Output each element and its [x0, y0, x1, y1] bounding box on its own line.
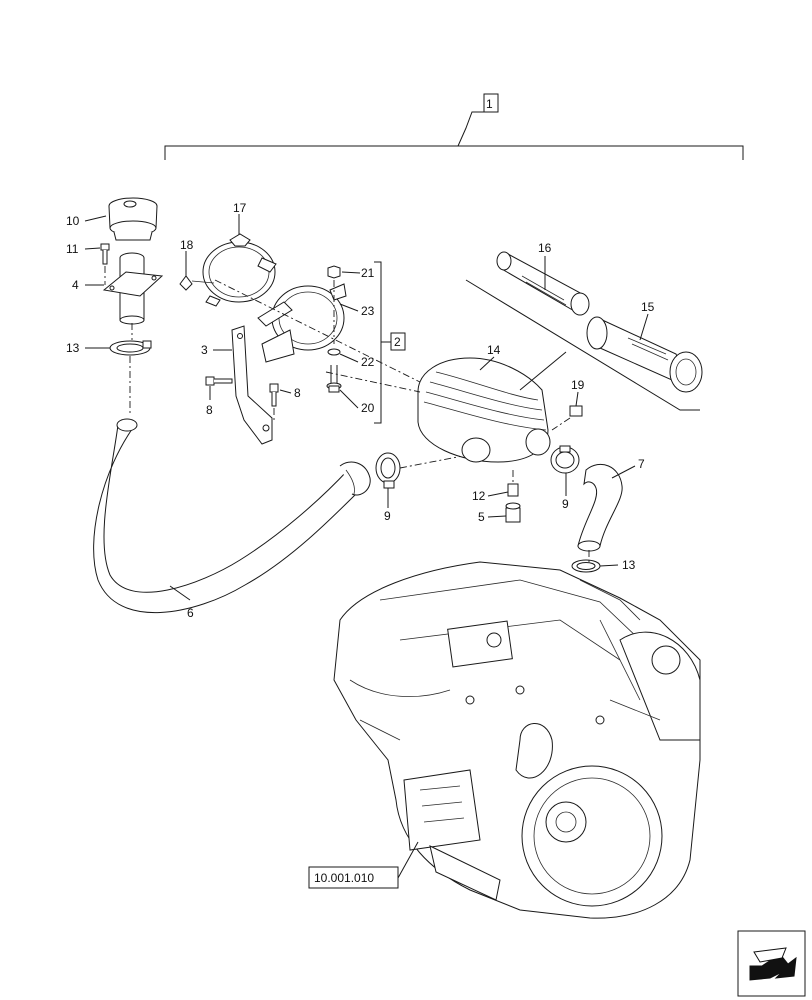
filter-element-inner — [496, 251, 590, 316]
sensor-5 — [505, 502, 521, 523]
callout-15: 15 — [641, 300, 655, 314]
reference-callout: 10.001.010 — [308, 841, 419, 889]
washer-22 — [327, 348, 341, 356]
callout-21: 21 — [361, 266, 375, 280]
callout-9-left: 9 — [384, 509, 391, 523]
centerline-band — [214, 279, 421, 383]
callout-23: 23 — [361, 304, 375, 318]
engine-assembly — [333, 561, 701, 919]
hose-clamp-13-lower — [571, 559, 601, 573]
air-filter-housing — [417, 357, 551, 463]
callout-9-right: 9 — [562, 497, 569, 511]
nut-21 — [327, 265, 341, 279]
callout-7: 7 — [638, 457, 645, 471]
intake-hose — [93, 418, 371, 613]
callout-22: 22 — [361, 355, 375, 369]
callout-1: 1 — [486, 97, 493, 111]
filter-bracket — [257, 283, 347, 363]
bolt-8-right — [269, 383, 279, 420]
next-page-arrow-icon[interactable] — [737, 930, 806, 997]
callout-20: 20 — [361, 401, 375, 415]
hose-clamp-9-left — [375, 452, 401, 489]
precleaner-tube — [102, 252, 164, 325]
filter-element-outer — [586, 316, 703, 393]
callout-8-left: 8 — [206, 403, 213, 417]
outlet-hose — [577, 464, 623, 552]
callout-14: 14 — [487, 343, 501, 357]
bolt-11 — [100, 243, 110, 285]
callout-4: 4 — [72, 278, 79, 292]
callout-16: 16 — [538, 241, 552, 255]
callout-8-right: 8 — [294, 386, 301, 400]
callout-12: 12 — [472, 489, 486, 503]
support-bracket — [231, 325, 273, 445]
hose-clamp-9-right — [550, 445, 580, 474]
bolt-8-left — [205, 376, 233, 386]
callout-6: 6 — [187, 606, 194, 620]
subassembly-bracket: 2 — [374, 261, 406, 424]
callout-13-lower: 13 — [622, 558, 636, 572]
precleaner-cap — [108, 197, 158, 241]
callout-19: 19 — [571, 378, 585, 392]
filter-outline-frame — [465, 279, 700, 411]
leader-lines — [84, 214, 649, 601]
callout-17: 17 — [233, 201, 247, 215]
mounting-band — [202, 233, 277, 307]
strap-18 — [179, 275, 215, 291]
callout-18: 18 — [180, 238, 194, 252]
filter-leader — [519, 351, 567, 391]
callout-10: 10 — [66, 214, 80, 228]
assembly-bracket: 1 — [164, 93, 744, 160]
reference-label: 10.001.010 — [314, 871, 374, 885]
callout-2: 2 — [394, 335, 401, 349]
adapter-12 — [507, 470, 519, 497]
callout-5: 5 — [478, 510, 485, 524]
centerline-housing — [325, 371, 421, 393]
bolt-20 — [326, 365, 342, 393]
callout-3: 3 — [201, 343, 208, 357]
hose-clamp-13-upper — [109, 340, 152, 356]
callout-numbers: 10 11 4 13 3 18 17 8 8 21 23 22 20 16 15… — [66, 201, 655, 620]
callout-11: 11 — [66, 242, 79, 256]
screw-19 — [551, 405, 583, 431]
callout-13-upper: 13 — [66, 341, 80, 355]
centerline-air-inlet — [399, 454, 469, 469]
